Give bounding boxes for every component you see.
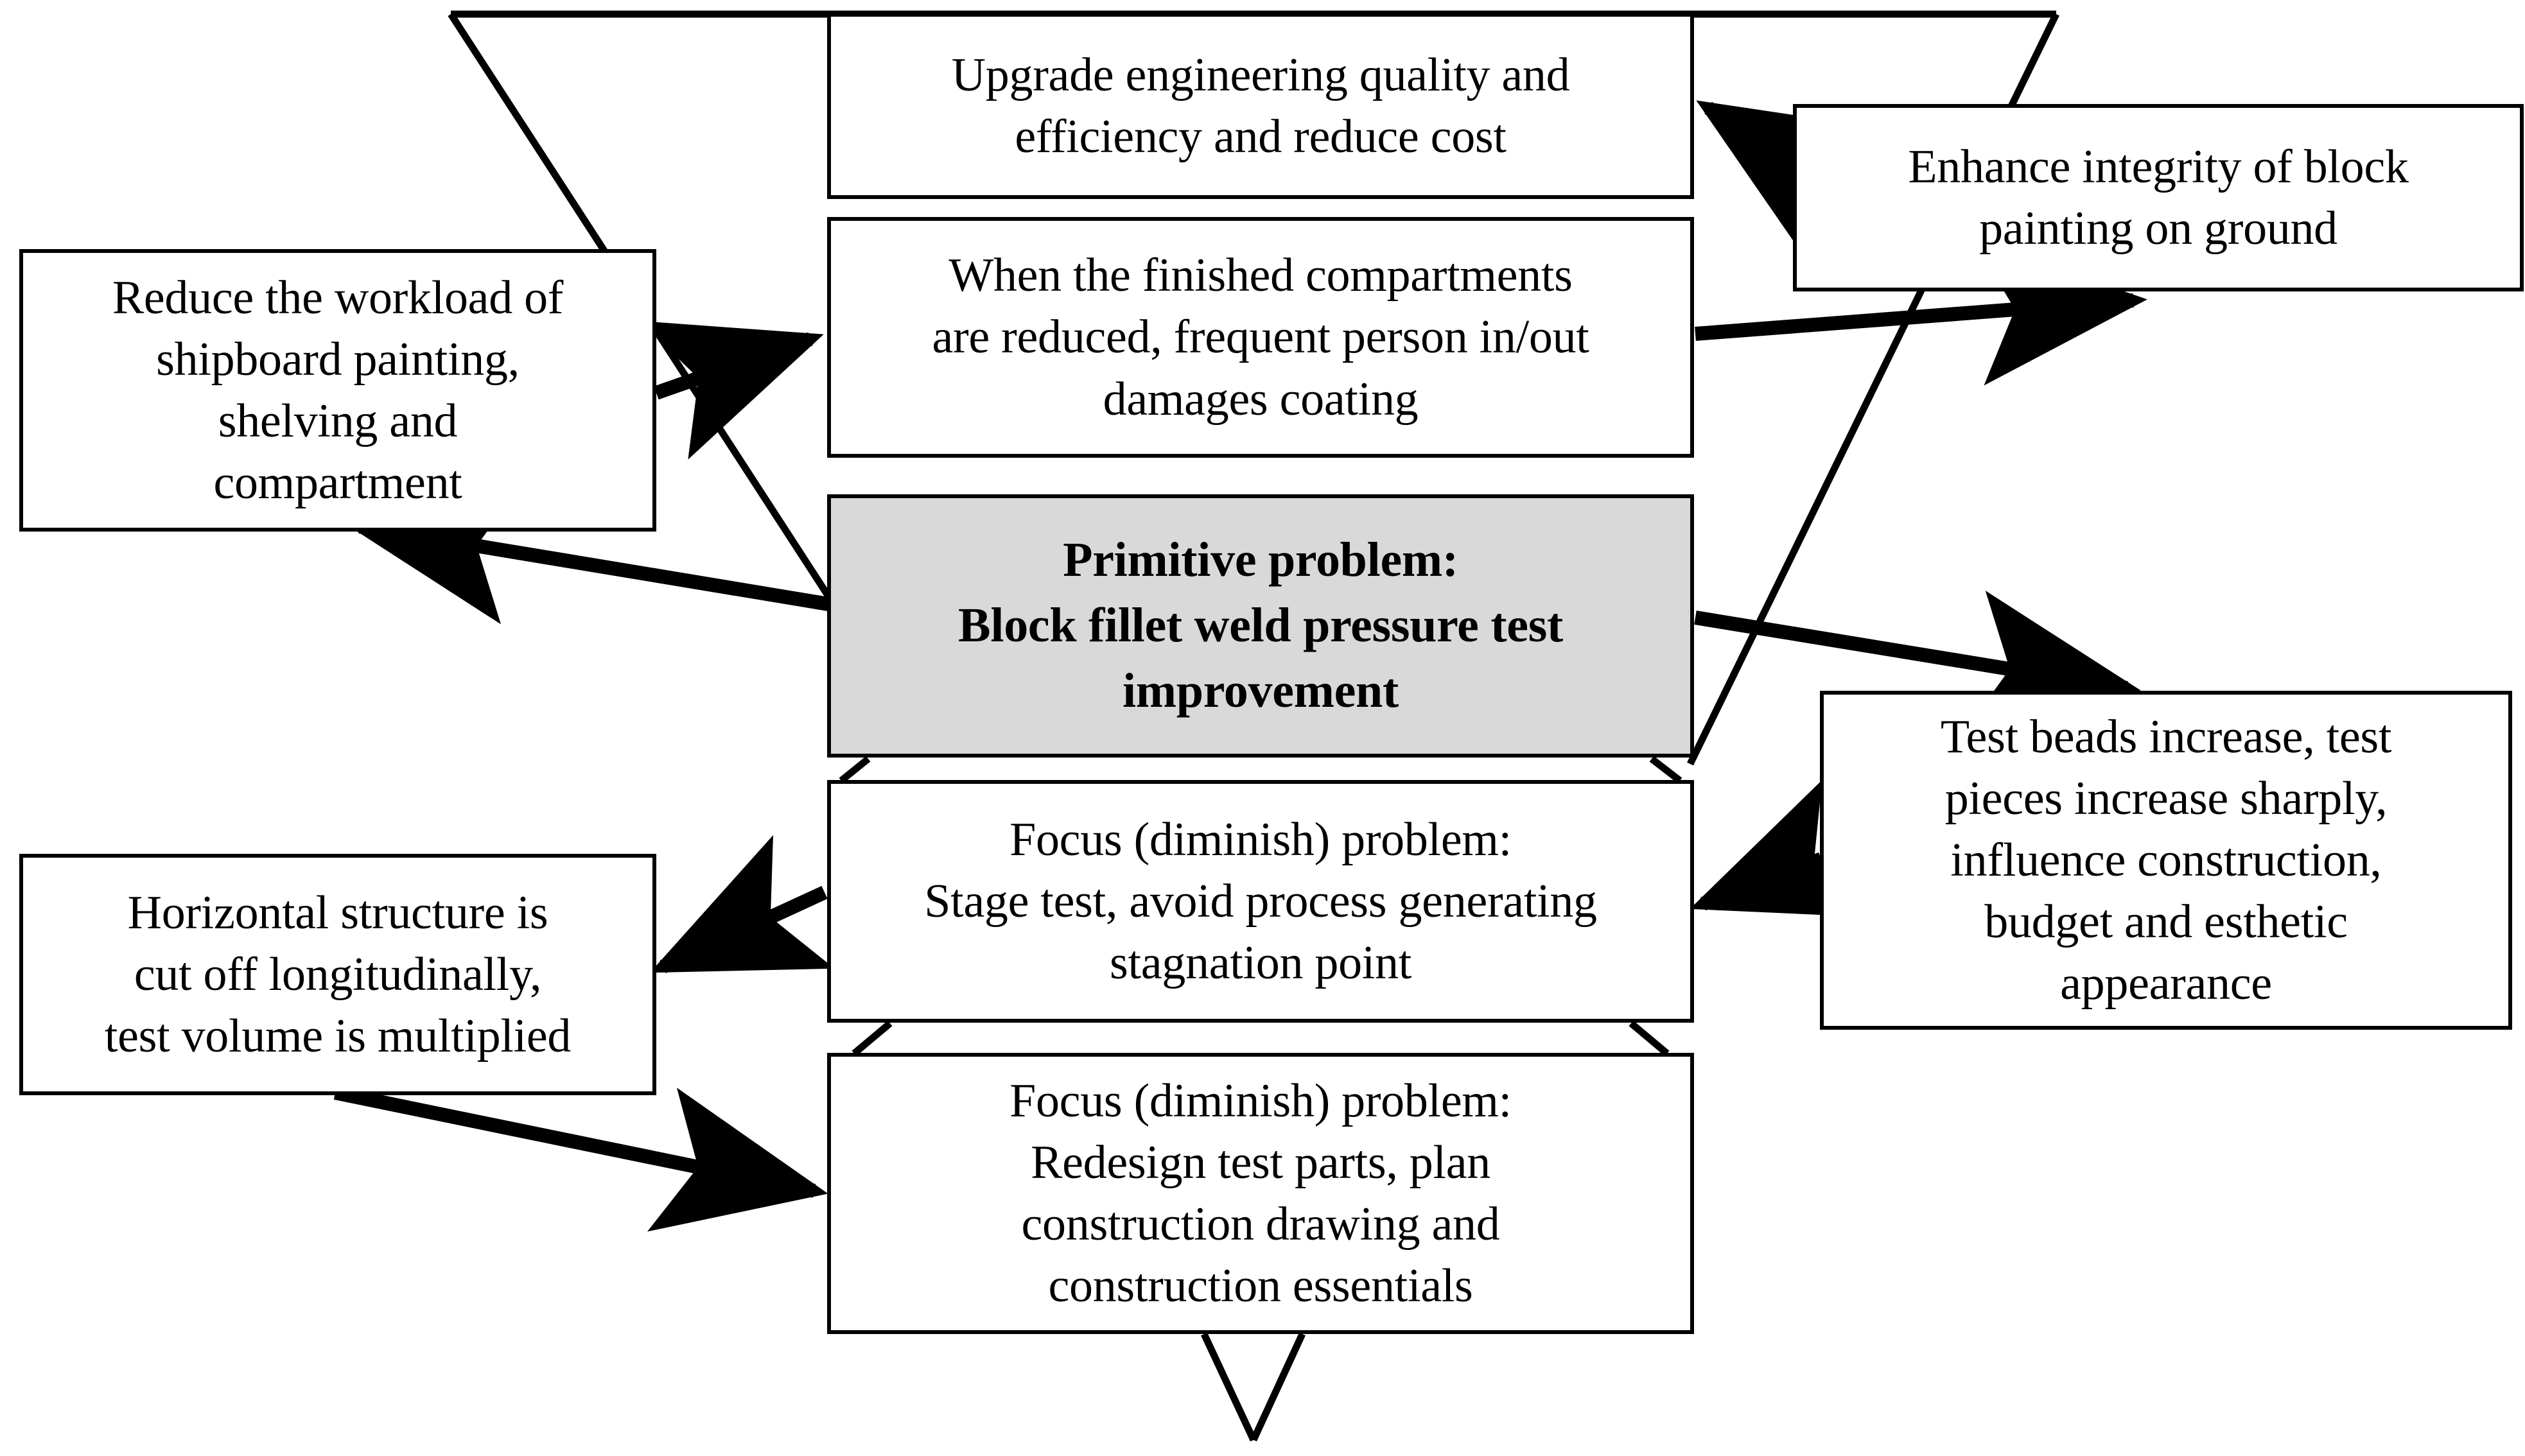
node-enhance-integrity-label: Enhance integrity of block painting on g…: [1908, 140, 2409, 255]
arrow-when-to-enhance: [1695, 239, 2147, 386]
arrow-reduce-to-when: [639, 320, 824, 460]
node-horizontal-structure-label: Horizontal structure is cut off longitud…: [104, 886, 572, 1063]
node-test-beads-label: Test beads increase, test pieces increas…: [1940, 710, 2392, 1010]
arrow-testbeads-to-focus-stage: [1690, 780, 1874, 917]
node-when-finished-label: When the finished compartments are reduc…: [932, 249, 1589, 426]
node-upgrade-label: Upgrade engineering quality and efficien…: [951, 48, 1570, 163]
node-reduce-workload[interactable]: Reduce the workload of shipboard paintin…: [19, 249, 656, 532]
node-focus-stage-test[interactable]: Focus (diminish) problem: Stage test, av…: [827, 780, 1694, 1023]
node-upgrade-engineering-quality[interactable]: Upgrade engineering quality and efficien…: [827, 13, 1694, 199]
node-primitive-problem-label: Primitive problem: Block fillet weld pre…: [958, 533, 1563, 718]
arrow-focus-stage-to-horizontal: [650, 835, 835, 973]
node-focus-redesign-label: Focus (diminish) problem: Redesign test …: [1009, 1074, 1512, 1313]
arrow-horizontal-to-focus-redesign: [333, 1086, 828, 1232]
node-horizontal-structure[interactable]: Horizontal structure is cut off longitud…: [19, 854, 656, 1095]
arrow-primitive-to-reduce: [345, 479, 834, 625]
node-primitive-problem[interactable]: Primitive problem: Block fillet weld pre…: [827, 494, 1694, 758]
node-test-beads-increase[interactable]: Test beads increase, test pieces increas…: [1820, 691, 2512, 1030]
node-reduce-workload-label: Reduce the workload of shipboard paintin…: [112, 271, 564, 510]
node-focus-stage-test-label: Focus (diminish) problem: Stage test, av…: [924, 813, 1597, 990]
node-enhance-integrity[interactable]: Enhance integrity of block painting on g…: [1793, 104, 2524, 291]
node-when-finished-compartments[interactable]: When the finished compartments are reduc…: [827, 217, 1694, 458]
arrow-primitive-to-testbeads: [1694, 591, 2141, 736]
node-focus-redesign-test-parts[interactable]: Focus (diminish) problem: Redesign test …: [827, 1053, 1694, 1334]
